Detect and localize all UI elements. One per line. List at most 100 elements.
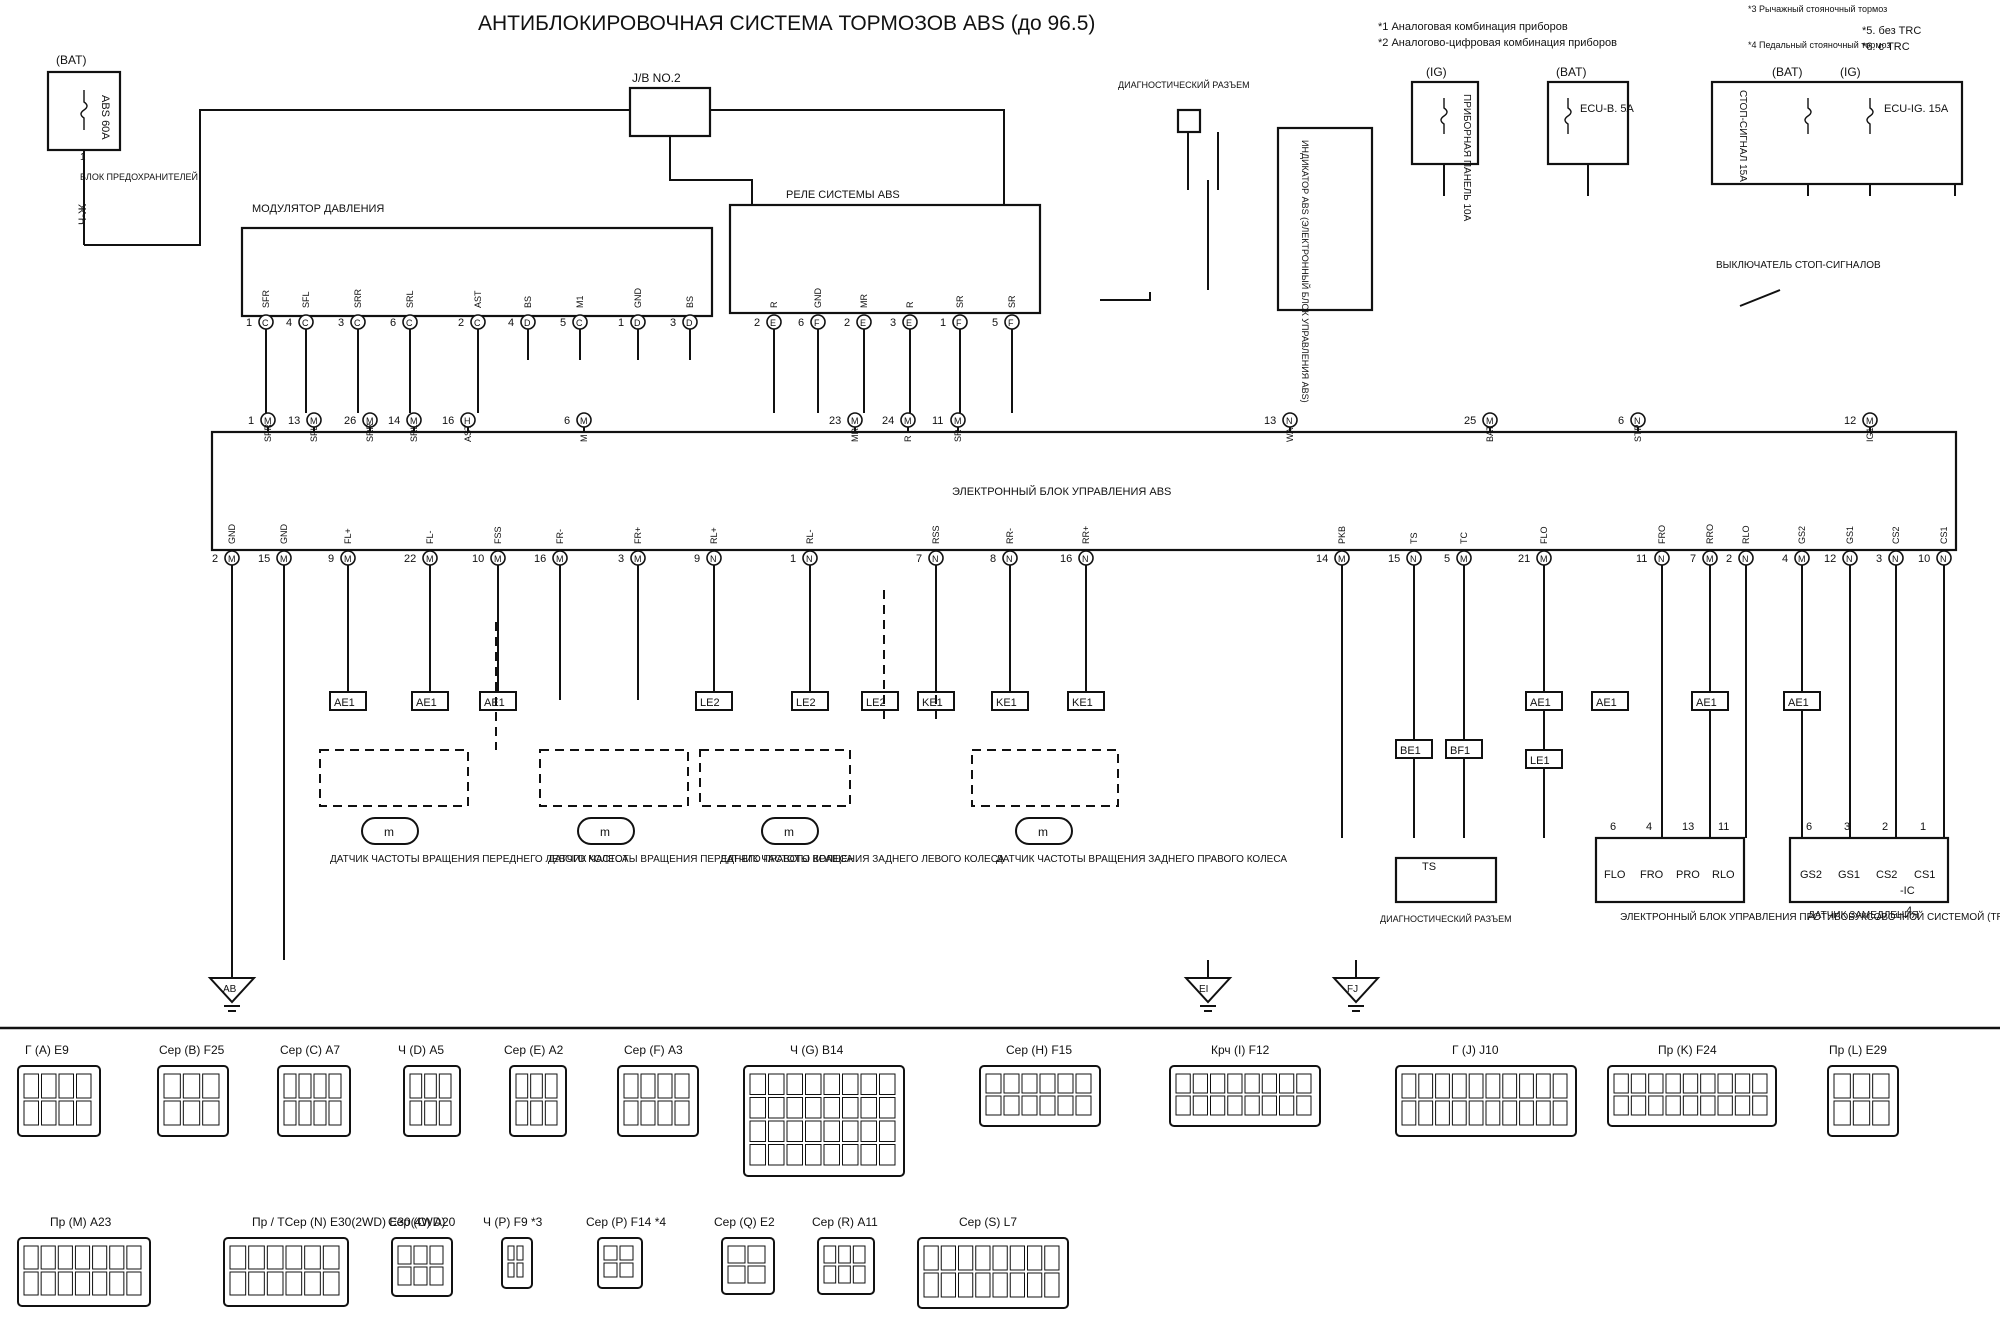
svg-text:3: 3 xyxy=(1844,821,1850,833)
connector-legend-item: Пр (K) F24 xyxy=(1607,1043,1777,1127)
svg-text:GND: GND xyxy=(279,524,289,545)
svg-text:m: m xyxy=(600,825,610,839)
connector-legend-item: Сер (R) A11 xyxy=(812,1215,878,1295)
svg-text:D: D xyxy=(634,318,641,328)
svg-text:24: 24 xyxy=(882,415,894,427)
svg-text:BE1: BE1 xyxy=(1400,745,1421,757)
svg-text:C: C xyxy=(262,318,269,328)
svg-text:11: 11 xyxy=(1718,821,1729,833)
svg-text:KE1: KE1 xyxy=(996,697,1017,709)
svg-text:4: 4 xyxy=(286,317,292,329)
svg-text:PRO: PRO xyxy=(1676,869,1700,881)
svg-text:H: H xyxy=(464,416,471,426)
svg-text:EI: EI xyxy=(1199,984,1208,995)
svg-text:2: 2 xyxy=(844,317,850,329)
svg-text:RLO: RLO xyxy=(1712,869,1735,881)
svg-text:7: 7 xyxy=(916,553,922,565)
svg-text:RR-: RR- xyxy=(1005,528,1015,544)
svg-text:13: 13 xyxy=(288,415,300,427)
svg-text:N: N xyxy=(1286,416,1293,426)
svg-text:22: 22 xyxy=(404,553,416,565)
svg-text:C: C xyxy=(474,318,481,328)
svg-text:4: 4 xyxy=(508,317,514,329)
svg-text:Сер (S) L7: Сер (S) L7 xyxy=(959,1215,1017,1229)
inline-connector: KE1 xyxy=(1067,691,1105,711)
svg-text:MR: MR xyxy=(850,428,860,442)
connector-legend-item: Пр (L) E29 xyxy=(1827,1043,1899,1137)
svg-text:3: 3 xyxy=(338,317,344,329)
svg-text:M: M xyxy=(580,416,588,426)
connector-legend-item: Ч (G) B14 xyxy=(743,1043,905,1177)
svg-text:ВЫКЛЮЧАТЕЛЬ СТОП-СИГНАЛОВ: ВЫКЛЮЧАТЕЛЬ СТОП-СИГНАЛОВ xyxy=(1716,260,1881,271)
svg-text:Г (J) J10: Г (J) J10 xyxy=(1452,1043,1499,1057)
svg-text:6: 6 xyxy=(1618,415,1624,427)
svg-text:12: 12 xyxy=(1824,553,1836,565)
svg-text:13: 13 xyxy=(1264,415,1276,427)
fuse-stop-ecuig: (BAT) (IG) СТОП-СИГНАЛ 15A ECU-IG. 15A xyxy=(1710,65,1964,186)
svg-text:F: F xyxy=(1008,318,1014,328)
svg-text:N: N xyxy=(1634,416,1641,426)
connector-legend-item: Сер (F) A3 xyxy=(617,1043,699,1137)
svg-text:1: 1 xyxy=(246,317,252,329)
svg-text:M: M xyxy=(228,554,236,564)
svg-text:ДАТЧИК ЧАСТОТЫ ВРАЩЕНИЯ ПЕРЕДН: ДАТЧИК ЧАСТОТЫ ВРАЩЕНИЯ ПЕРЕДНЕГО ПРАВОГ… xyxy=(548,854,853,865)
svg-text:STP: STP xyxy=(1633,424,1643,442)
svg-text:1: 1 xyxy=(248,415,254,427)
svg-text:(IG): (IG) xyxy=(1840,65,1861,79)
svg-text:TC: TC xyxy=(1459,532,1469,544)
svg-text:FRO: FRO xyxy=(1657,525,1667,544)
svg-text:BS: BS xyxy=(523,296,533,308)
svg-text:AE1: AE1 xyxy=(1788,697,1809,709)
svg-text:D: D xyxy=(686,318,693,328)
svg-text:LE1: LE1 xyxy=(1530,755,1550,767)
svg-text:F: F xyxy=(956,318,962,328)
fuse-ecu-b: (BAT) ECU-B. 5A xyxy=(1546,65,1634,166)
svg-text:M: M xyxy=(280,554,288,564)
svg-text:Г (A) E9: Г (A) E9 xyxy=(25,1043,69,1057)
inline-connector: AE1 xyxy=(1783,691,1821,711)
svg-text:M: M xyxy=(634,554,642,564)
svg-text:IG1: IG1 xyxy=(1865,427,1875,442)
svg-text:M: M xyxy=(904,416,912,426)
svg-text:E: E xyxy=(860,318,866,328)
svg-text:2: 2 xyxy=(1726,553,1732,565)
svg-text:M: M xyxy=(1866,416,1874,426)
svg-text:Сер (E) A2: Сер (E) A2 xyxy=(504,1043,564,1057)
svg-text:FJ: FJ xyxy=(1347,984,1358,995)
connector-legend-item: Сер (H) F15 xyxy=(979,1043,1101,1127)
note-3: *3 Рычажный стояночный тормоз xyxy=(1748,4,1887,14)
svg-text:M: M xyxy=(556,554,564,564)
svg-text:(BAT): (BAT) xyxy=(1772,65,1802,79)
svg-text:M: M xyxy=(344,554,352,564)
svg-text:ДАТЧИК ЗАМЕДЛЕНИЯ: ДАТЧИК ЗАМЕДЛЕНИЯ xyxy=(1808,910,1919,921)
svg-text:R: R xyxy=(903,435,913,442)
svg-text:4: 4 xyxy=(1906,905,1912,917)
svg-text:SR: SR xyxy=(1007,295,1017,308)
svg-text:C: C xyxy=(406,318,413,328)
svg-text:1: 1 xyxy=(790,553,796,565)
svg-text:SFL: SFL xyxy=(309,425,319,442)
svg-text:16: 16 xyxy=(1060,553,1072,565)
svg-text:M: M xyxy=(1798,554,1806,564)
svg-text:Сер (C) A7: Сер (C) A7 xyxy=(280,1043,340,1057)
svg-text:25: 25 xyxy=(1464,415,1476,427)
svg-text:GND: GND xyxy=(633,288,643,309)
connector-legend-item: Сер (S) L7 xyxy=(917,1215,1069,1309)
svg-text:J/B NO.2: J/B NO.2 xyxy=(632,71,681,85)
